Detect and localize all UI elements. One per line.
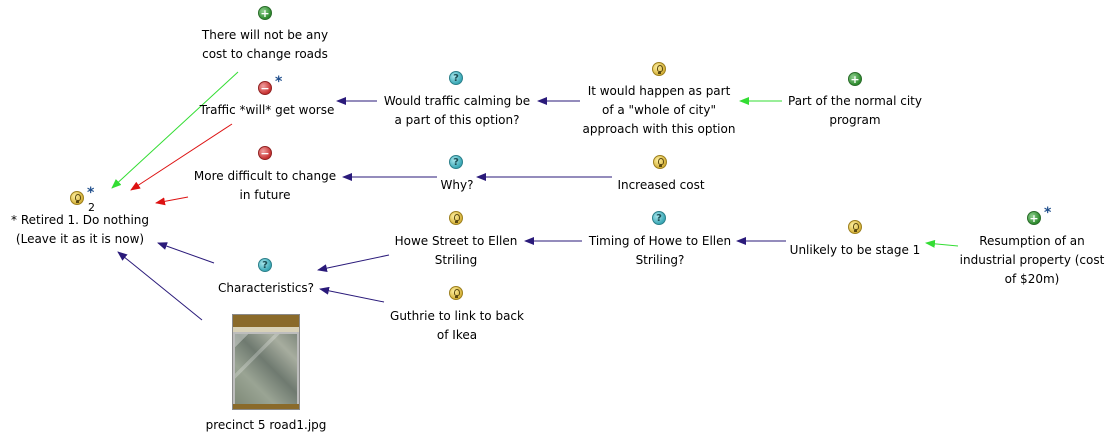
node-label: Why? (440, 178, 474, 192)
count-badge: 2 (88, 201, 95, 214)
idea-icon[interactable] (70, 191, 84, 205)
node-label: Traffic *will* get worse (199, 103, 335, 117)
thumbnail-aerial-map (235, 334, 297, 404)
con-icon[interactable]: − (258, 146, 272, 160)
node-increased-cost[interactable]: Increased cost (604, 176, 718, 195)
node-label: There will not be any cost to change roa… (201, 28, 329, 61)
node-label: precinct 5 road1.jpg (205, 418, 327, 432)
node-label: Unlikely to be stage 1 (789, 243, 921, 257)
node-traffic-worse[interactable]: Traffic *will* get worse (186, 101, 348, 120)
node-resumption[interactable]: Resumption of an industrial property (co… (952, 232, 1112, 289)
idea-icon[interactable] (449, 286, 463, 300)
node-why[interactable]: Why? (420, 176, 494, 195)
node-howe-to-ellen[interactable]: Howe Street to Ellen Striling (384, 232, 528, 270)
node-no-cost[interactable]: There will not be any cost to change roa… (186, 26, 344, 64)
link-howe-ellen-to-characteristics (317, 254, 390, 273)
pro-icon[interactable]: + (848, 72, 862, 86)
node-label: Would traffic calming be a part of this … (383, 94, 531, 127)
link-image-to-retired (117, 251, 203, 321)
node-label: More difficult to change in future (193, 169, 337, 202)
node-more-difficult[interactable]: More difficult to change in future (184, 167, 346, 205)
question-icon[interactable]: ? (652, 211, 666, 225)
image-thumbnail[interactable] (232, 314, 300, 410)
pro-icon[interactable]: + (258, 6, 272, 20)
node-label: Howe Street to Ellen Striling (394, 234, 518, 267)
idea-icon[interactable] (848, 220, 862, 234)
link-guthrie-to-characteristics (319, 286, 385, 303)
node-label: Part of the normal city program (788, 94, 922, 127)
con-icon[interactable]: − (258, 81, 272, 95)
link-resumption-to-unlikely (925, 239, 959, 248)
thumbnail-footer (233, 404, 299, 409)
node-label: * Retired 1. Do nothing (Leave it as it … (11, 213, 149, 246)
node-unlikely-stage1[interactable]: Unlikely to be stage 1 (780, 241, 930, 260)
idea-icon[interactable] (652, 62, 666, 76)
node-traffic-calming-question[interactable]: Would traffic calming be a part of this … (375, 92, 539, 130)
node-label: Increased cost (617, 178, 705, 192)
pro-icon[interactable]: + (1027, 211, 1041, 225)
idea-icon[interactable] (449, 211, 463, 225)
node-guthrie[interactable]: Guthrie to link to back of Ikea (378, 307, 536, 345)
idea-icon[interactable] (653, 155, 667, 169)
question-icon[interactable]: ? (449, 155, 463, 169)
node-precinct-image[interactable]: precinct 5 road1.jpg (186, 416, 346, 435)
link-more-difficult-to-retired (155, 196, 189, 206)
question-icon[interactable]: ? (449, 71, 463, 85)
link-no-cost-to-retired (111, 71, 239, 189)
node-label: Guthrie to link to back of Ikea (390, 309, 524, 342)
asterisk-marker: * (1044, 205, 1052, 221)
node-label: Resumption of an industrial property (co… (959, 234, 1105, 286)
asterisk-marker: * (87, 185, 95, 201)
node-label: Timing of Howe to Ellen Striling? (588, 234, 732, 267)
asterisk-marker: * (275, 74, 283, 90)
thumbnail-band (233, 327, 299, 332)
link-characteristics-to-retired (157, 242, 215, 264)
node-retired-do-nothing[interactable]: * Retired 1. Do nothing (Leave it as it … (4, 211, 156, 249)
node-whole-of-city[interactable]: It would happen as part of a "whole of c… (576, 82, 742, 139)
thumbnail-header (233, 315, 299, 327)
node-label: It would happen as part of a "whole of c… (582, 84, 736, 136)
node-characteristics[interactable]: Characteristics? (206, 279, 326, 298)
node-normal-city-program[interactable]: Part of the normal city program (778, 92, 932, 130)
question-icon[interactable]: ? (258, 258, 272, 272)
link-traffic-worse-to-retired (130, 123, 233, 191)
node-timing-question[interactable]: Timing of Howe to Ellen Striling? (578, 232, 742, 270)
node-label: Characteristics? (217, 281, 315, 295)
